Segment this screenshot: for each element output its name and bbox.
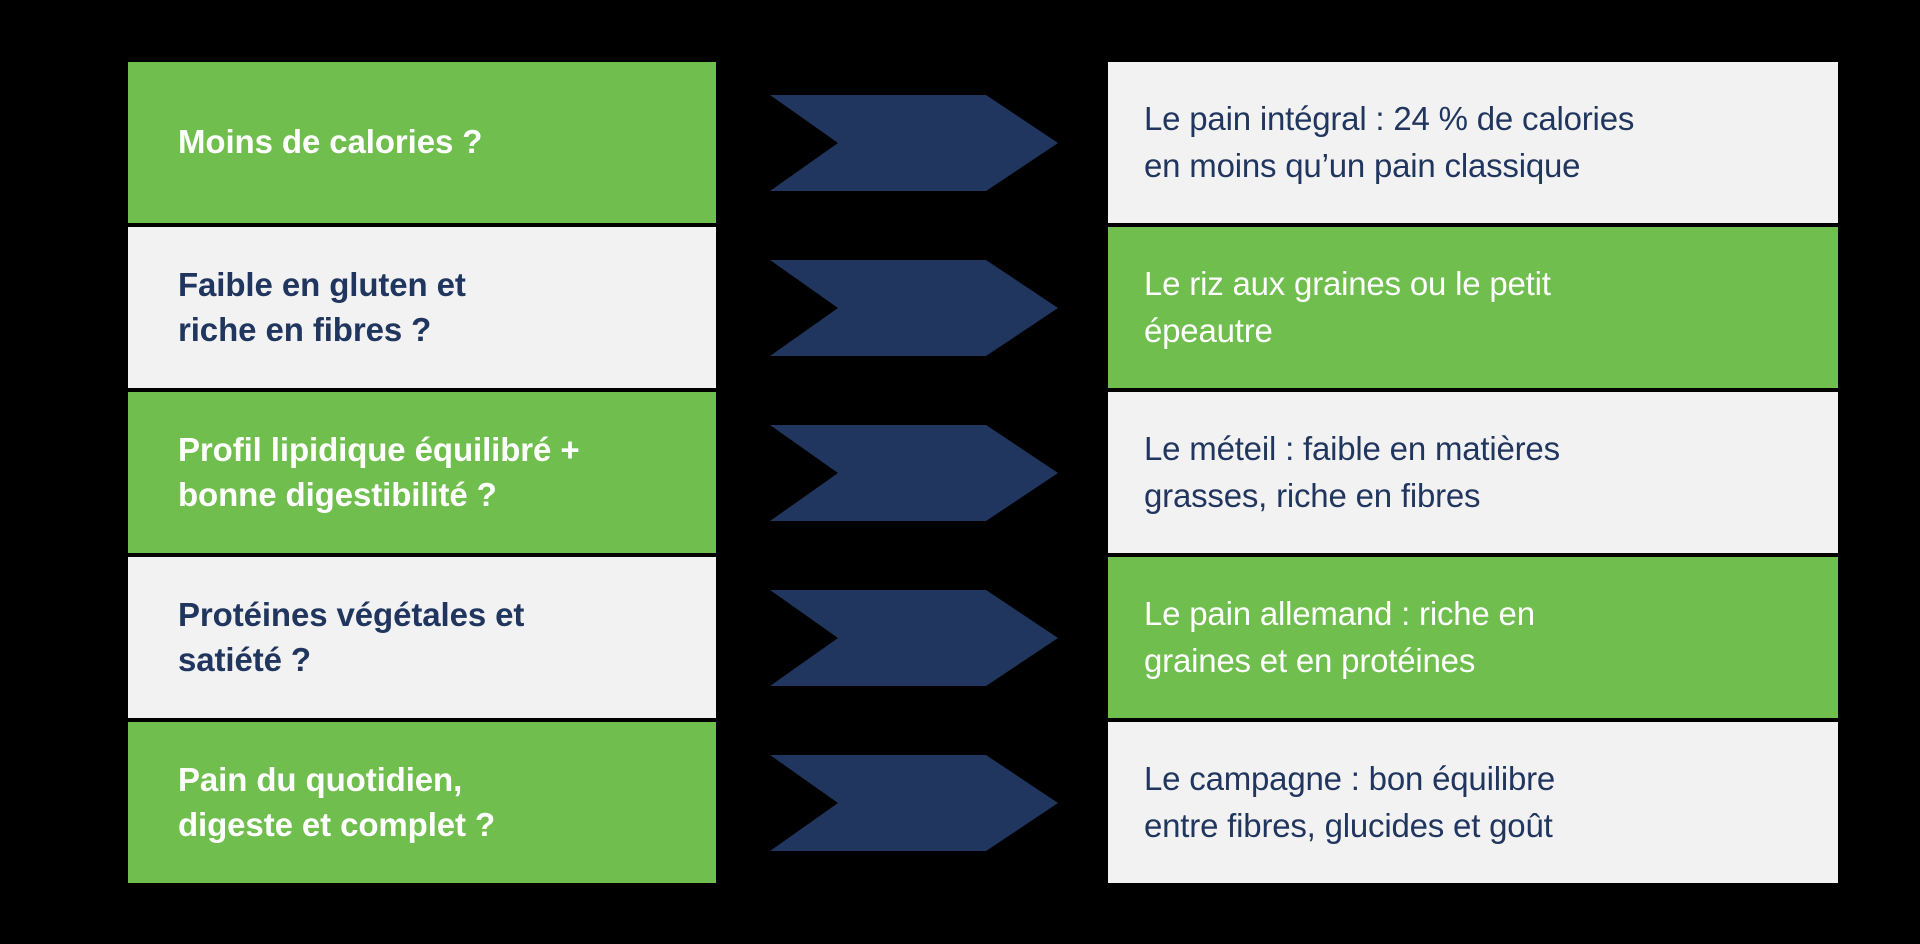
answer-line-2a: Le riz aux graines ou le petit (1144, 264, 1551, 302)
arrow-row-5 (770, 722, 1060, 883)
answer-card-5[interactable]: Le campagne : bon équilibre entre fibres… (1108, 722, 1838, 883)
chevron-right-arrow-icon (770, 259, 1058, 356)
question-text-5: Pain du quotidien, digeste et complet ? (178, 758, 495, 846)
chevron-right-arrow-icon (770, 754, 1058, 851)
chevron-right-arrow-icon (770, 424, 1058, 521)
answer-line-4a: Le pain allemand : riche en (1144, 594, 1535, 632)
questions-column: Moins de calories ? Faible en gluten et … (128, 62, 716, 883)
answer-line-3a: Le méteil : faible en matières (1144, 429, 1560, 467)
arrows-column (770, 62, 1060, 883)
question-line-3b: bonne digestibilité ? (178, 475, 497, 513)
question-text-1: Moins de calories ? (178, 120, 482, 164)
question-line-3a: Profil lipidique équilibré + (178, 431, 580, 469)
answer-line-1a: Le pain intégral : 24 % de calories (1144, 99, 1635, 137)
answer-line-2b: épeautre (1144, 311, 1273, 349)
arrow-row-2 (770, 227, 1060, 388)
answer-line-1b: en moins qu’un pain classique (1144, 146, 1581, 184)
chevron-right-arrow-icon (770, 94, 1058, 191)
answer-line-5a: Le campagne : bon équilibre (1144, 759, 1556, 797)
question-line-2b: riche en fibres ? (178, 310, 432, 348)
answers-column: Le pain intégral : 24 % de calories en m… (1108, 62, 1838, 883)
question-line-4a: Protéines végétales et (178, 596, 525, 634)
question-line-5b: digeste et complet ? (178, 805, 496, 843)
question-card-5[interactable]: Pain du quotidien, digeste et complet ? (128, 722, 716, 883)
question-text-4: Protéines végétales et satiété ? (178, 593, 524, 681)
question-line-4b: satiété ? (178, 640, 311, 678)
chevron-right-arrow-icon (770, 589, 1058, 686)
answer-text-1: Le pain intégral : 24 % de calories en m… (1144, 96, 1634, 190)
question-card-3[interactable]: Profil lipidique équilibré + bonne diges… (128, 392, 716, 553)
answer-card-4[interactable]: Le pain allemand : riche en graines et e… (1108, 557, 1838, 718)
question-line-5a: Pain du quotidien, (178, 761, 463, 799)
answer-line-4b: graines et en protéines (1144, 641, 1476, 679)
question-card-1[interactable]: Moins de calories ? (128, 62, 716, 223)
answer-text-5: Le campagne : bon équilibre entre fibres… (1144, 756, 1555, 850)
question-text-3: Profil lipidique équilibré + bonne diges… (178, 428, 580, 516)
answer-text-3: Le méteil : faible en matières grasses, … (1144, 426, 1560, 520)
answer-text-4: Le pain allemand : riche en graines et e… (1144, 591, 1535, 685)
question-line-1a: Moins de calories ? (178, 123, 483, 161)
answer-card-3[interactable]: Le méteil : faible en matières grasses, … (1108, 392, 1838, 553)
answer-line-3b: grasses, riche en fibres (1144, 476, 1481, 514)
question-text-2: Faible en gluten et riche en fibres ? (178, 263, 466, 351)
answer-card-1[interactable]: Le pain intégral : 24 % de calories en m… (1108, 62, 1838, 223)
question-card-2[interactable]: Faible en gluten et riche en fibres ? (128, 227, 716, 388)
arrow-row-1 (770, 62, 1060, 223)
answer-card-2[interactable]: Le riz aux graines ou le petit épeautre (1108, 227, 1838, 388)
question-line-2a: Faible en gluten et (178, 266, 466, 304)
question-card-4[interactable]: Protéines végétales et satiété ? (128, 557, 716, 718)
answer-line-5b: entre fibres, glucides et goût (1144, 806, 1553, 844)
arrow-row-4 (770, 557, 1060, 718)
answer-text-2: Le riz aux graines ou le petit épeautre (1144, 261, 1551, 355)
arrow-row-3 (770, 392, 1060, 553)
